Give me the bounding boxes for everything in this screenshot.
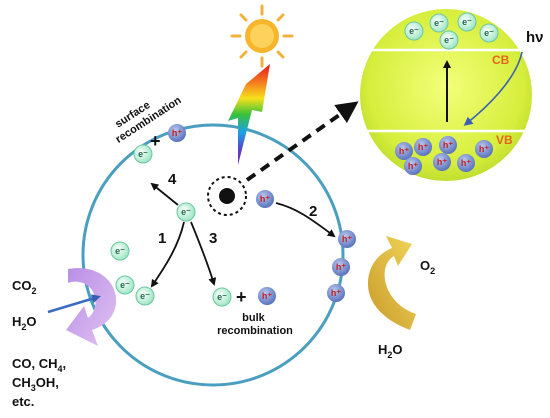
- svg-text:h⁺: h⁺: [260, 194, 270, 204]
- band-electron: e⁻: [404, 21, 424, 41]
- surface-hole: h⁺: [327, 284, 345, 302]
- svg-text:h⁺: h⁺: [331, 288, 341, 298]
- bulk-hole: h⁺: [258, 287, 276, 305]
- svg-text:h⁺: h⁺: [262, 291, 272, 301]
- svg-text:h⁺: h⁺: [443, 140, 453, 150]
- band-electron: e⁻: [479, 23, 499, 43]
- svg-text:e⁻: e⁻: [140, 291, 150, 301]
- svg-text:h⁺: h⁺: [342, 234, 352, 244]
- svg-text:e⁻: e⁻: [115, 246, 125, 256]
- photo-hole: h⁺: [256, 190, 274, 208]
- band-hole: h⁺: [439, 136, 457, 154]
- o2-label: O2: [420, 258, 435, 276]
- reduction-arrow: [66, 268, 117, 346]
- surface-electron: e⁻: [115, 275, 135, 295]
- svg-text:e⁻: e⁻: [217, 292, 227, 302]
- surface-hole: h⁺: [332, 258, 350, 276]
- svg-text:h⁺: h⁺: [399, 146, 409, 156]
- co2-label: CO2: [12, 278, 37, 296]
- svg-text:h⁺: h⁺: [437, 157, 447, 167]
- surface-hole: h⁺: [338, 230, 356, 248]
- svg-text:h⁺: h⁺: [461, 158, 471, 168]
- svg-text:h⁺: h⁺: [408, 161, 418, 171]
- surface-electron: e⁻: [135, 286, 155, 306]
- sun-icon: [230, 4, 294, 68]
- band-hole: h⁺: [404, 157, 422, 175]
- svg-text:h⁺: h⁺: [336, 262, 346, 272]
- svg-text:e⁻: e⁻: [138, 149, 148, 159]
- excitation-center-dot: [219, 188, 235, 204]
- band-electron: e⁻: [429, 13, 449, 33]
- step-3-label: 3: [209, 230, 217, 247]
- photo-electron: e⁻: [176, 202, 196, 222]
- bulk-plus-sign: +: [236, 287, 247, 307]
- surface-electron: e⁻: [110, 241, 130, 261]
- bulk-recombination-label: bulk recombination: [217, 312, 293, 337]
- zoom-arrow: [245, 101, 359, 182]
- light-beam-icon: [228, 64, 270, 165]
- path-2-arrow: [275, 202, 336, 238]
- band-structure-sphere: [360, 9, 532, 181]
- path-1-arrow: [150, 221, 185, 288]
- band-electron: e⁻: [457, 12, 477, 32]
- path-3-arrow: [190, 221, 217, 286]
- semiconductor-particle: [81, 123, 345, 387]
- band-electron: e⁻: [439, 30, 459, 50]
- path-4-arrow: [150, 182, 179, 206]
- cb-label: CB: [492, 53, 510, 67]
- step-4-label: 4: [168, 171, 177, 188]
- step-1-label: 1: [158, 230, 166, 247]
- svg-text:h⁺: h⁺: [172, 128, 182, 138]
- band-hole: h⁺: [475, 140, 493, 158]
- svg-text:h⁺: h⁺: [479, 144, 489, 154]
- vb-label: VB: [496, 133, 513, 147]
- bulk-electron: e⁻: [212, 287, 232, 307]
- svg-text:e⁻: e⁻: [484, 28, 494, 38]
- h2o-input-arrow: [47, 294, 101, 314]
- oxidation-arrow: [368, 236, 416, 330]
- surface-hole: h⁺: [168, 124, 186, 142]
- photon-label: hν: [526, 29, 544, 46]
- products-line-2: CH3OH,: [12, 375, 59, 393]
- products-line-1: CO, CH4,: [12, 356, 66, 374]
- svg-text:h⁺: h⁺: [418, 142, 428, 152]
- step-2-label: 2: [309, 203, 317, 220]
- products-line-3: etc.: [12, 394, 34, 409]
- band-hole: h⁺: [395, 142, 413, 160]
- h2o-right-label: H2O: [378, 342, 403, 360]
- svg-text:e⁻: e⁻: [181, 207, 191, 217]
- band-hole: h⁺: [457, 154, 475, 172]
- h2o-left-label: H2O: [12, 314, 37, 332]
- svg-text:e⁻: e⁻: [120, 280, 130, 290]
- svg-text:e⁻: e⁻: [444, 35, 454, 45]
- svg-text:e⁻: e⁻: [462, 17, 472, 27]
- surface-plus-sign: +: [150, 131, 161, 151]
- surface-electron: e⁻: [133, 144, 153, 164]
- band-hole: h⁺: [414, 138, 432, 156]
- band-hole: h⁺: [433, 153, 451, 171]
- svg-text:e⁻: e⁻: [434, 18, 444, 28]
- svg-text:e⁻: e⁻: [409, 26, 419, 36]
